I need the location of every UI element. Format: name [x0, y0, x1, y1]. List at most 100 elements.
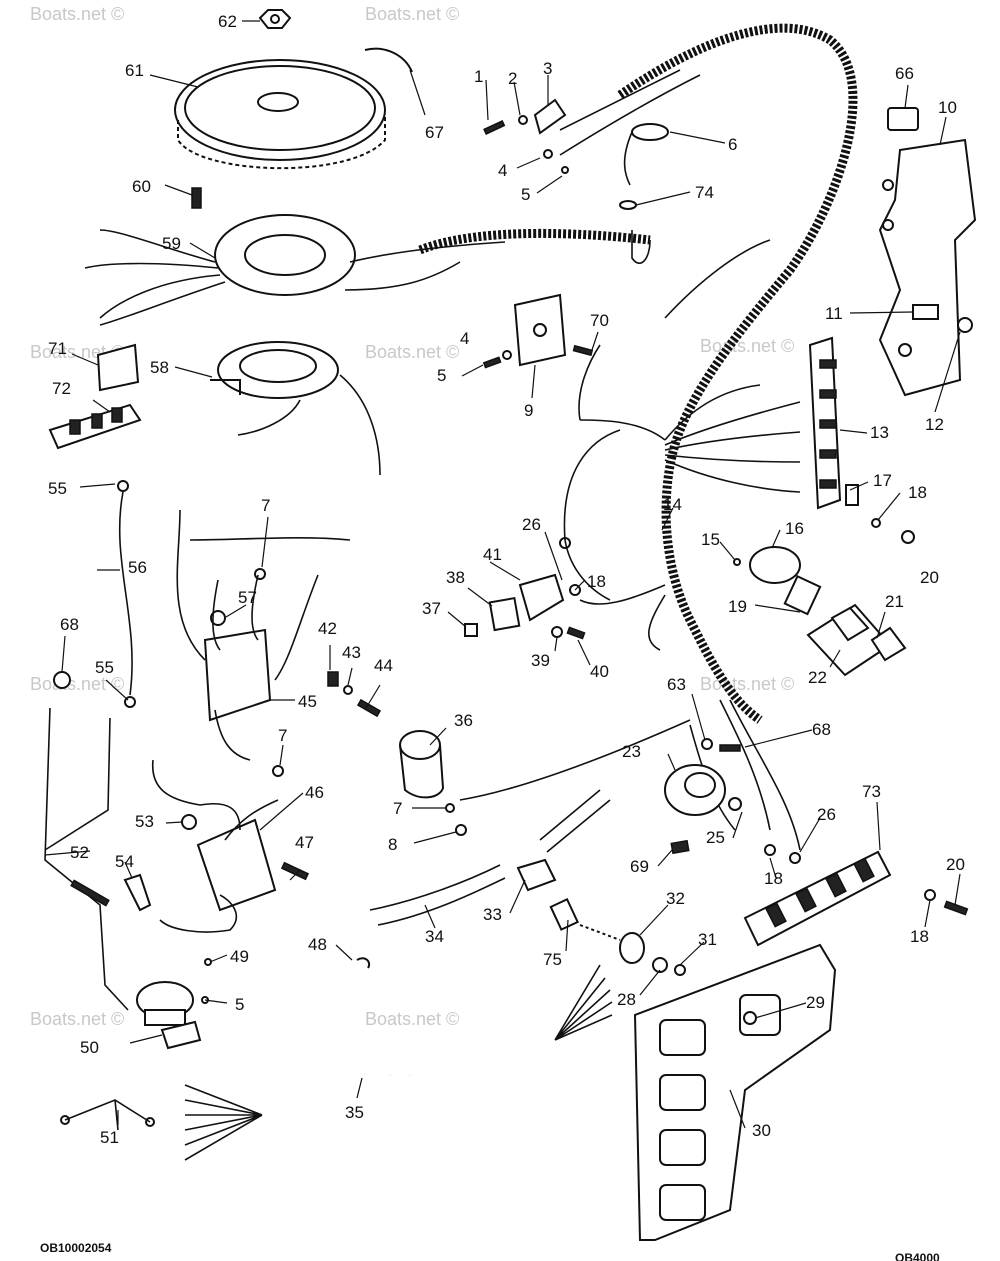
leader-lines [44, 20, 961, 1129]
callout-68-right: 68 [812, 720, 831, 739]
callout-23: 23 [622, 742, 641, 761]
callout-14: 14 [663, 495, 682, 514]
callout-16: 16 [785, 519, 804, 538]
callout-51: 51 [100, 1128, 119, 1147]
callout-38: 38 [446, 568, 465, 587]
callout-67: 67 [425, 123, 444, 142]
solenoid-bracket [464, 573, 565, 637]
stator [84, 214, 506, 326]
callout-11: 11 [825, 304, 843, 323]
callout-1: 1 [474, 67, 483, 86]
callout-7-mid: 7 [278, 726, 287, 745]
callout-10: 10 [938, 98, 957, 117]
callout-33: 33 [483, 905, 502, 924]
callout-36: 36 [454, 711, 473, 730]
callout-5-mid: 5 [437, 366, 446, 385]
cable-clip [887, 107, 919, 131]
callout-68-left: 68 [60, 615, 79, 634]
callout-43: 43 [342, 643, 361, 662]
ignition-module [151, 759, 310, 933]
callout-18-low: 18 [764, 869, 783, 888]
elbow [123, 873, 152, 912]
watermark-3: Boats.net © [365, 342, 459, 362]
temp-switch [136, 958, 212, 1050]
screw [191, 187, 202, 209]
main-cable [184, 964, 613, 1161]
callout-13: 13 [870, 423, 889, 442]
callout-5-bottom: 5 [235, 995, 244, 1014]
bottom-right-code: OB4000 [895, 1251, 940, 1261]
callouts: 62 61 67 60 59 71 58 72 55 56 68 55 52 5… [48, 12, 965, 1147]
callout-26-top: 26 [522, 515, 541, 534]
decal-strip [364, 47, 413, 73]
callout-48: 48 [308, 935, 327, 954]
callout-50: 50 [80, 1038, 99, 1057]
watermark-1: Boats.net © [30, 4, 124, 24]
callout-58: 58 [150, 358, 169, 377]
callout-19: 19 [728, 597, 747, 616]
callout-59: 59 [162, 234, 181, 253]
callout-32: 32 [666, 889, 685, 908]
callout-54: 54 [115, 852, 134, 871]
callout-62: 62 [218, 12, 237, 31]
callout-18-bottom: 18 [910, 927, 929, 946]
callout-72: 72 [52, 379, 71, 398]
callout-37: 37 [422, 599, 441, 618]
watermark-8: Boats.net © [365, 1009, 459, 1029]
screws-top [482, 115, 594, 369]
callout-34: 34 [425, 927, 444, 946]
watermark-2: Boats.net © [365, 4, 459, 24]
callout-8: 8 [388, 835, 397, 854]
terminal-strip [808, 336, 859, 510]
callout-18-top: 18 [908, 483, 927, 502]
callout-55-mid: 55 [95, 658, 114, 677]
terminal-board [633, 943, 837, 1241]
flywheel [174, 59, 386, 170]
callout-2: 2 [508, 69, 517, 88]
callout-63: 63 [667, 675, 686, 694]
capacitor [399, 730, 467, 836]
terminal-block-left [48, 403, 142, 450]
callout-35: 35 [345, 1103, 364, 1122]
callout-31: 31 [698, 930, 717, 949]
callout-52: 52 [70, 843, 89, 862]
callout-45: 45 [298, 692, 317, 711]
callout-12: 12 [925, 415, 944, 434]
callout-57: 57 [238, 588, 257, 607]
clip [619, 200, 651, 264]
callout-9: 9 [524, 401, 533, 420]
callout-69: 69 [630, 857, 649, 876]
callout-74: 74 [695, 183, 714, 202]
switch [533, 98, 567, 135]
key-plate [806, 603, 907, 677]
callout-46: 46 [305, 783, 324, 802]
callout-66: 66 [895, 64, 914, 83]
watermark-4: Boats.net © [700, 336, 794, 356]
callout-40: 40 [590, 662, 609, 681]
callout-25: 25 [706, 828, 725, 847]
callout-56: 56 [128, 558, 147, 577]
callout-73: 73 [862, 782, 881, 801]
callout-20-bottom: 20 [946, 855, 965, 874]
callout-71: 71 [48, 339, 67, 358]
hardware [254, 518, 969, 916]
callout-70: 70 [590, 311, 609, 330]
callout-4-top: 4 [498, 161, 507, 180]
callout-7-top: 7 [261, 496, 270, 515]
callout-28: 28 [617, 990, 636, 1009]
callout-15: 15 [701, 530, 720, 549]
fuse-holder [549, 897, 686, 976]
ground-clip [53, 671, 71, 689]
watermark-9: Boats.net © [30, 1009, 124, 1029]
callout-3: 3 [543, 59, 552, 78]
callout-26-bottom: 26 [817, 805, 836, 824]
nut [258, 9, 292, 29]
callout-42: 42 [318, 619, 337, 638]
callout-47: 47 [295, 833, 314, 852]
lead [60, 1099, 155, 1131]
decal-block [96, 343, 140, 392]
callout-41: 41 [483, 545, 502, 564]
callout-17: 17 [873, 471, 892, 490]
leads-short [356, 789, 611, 969]
